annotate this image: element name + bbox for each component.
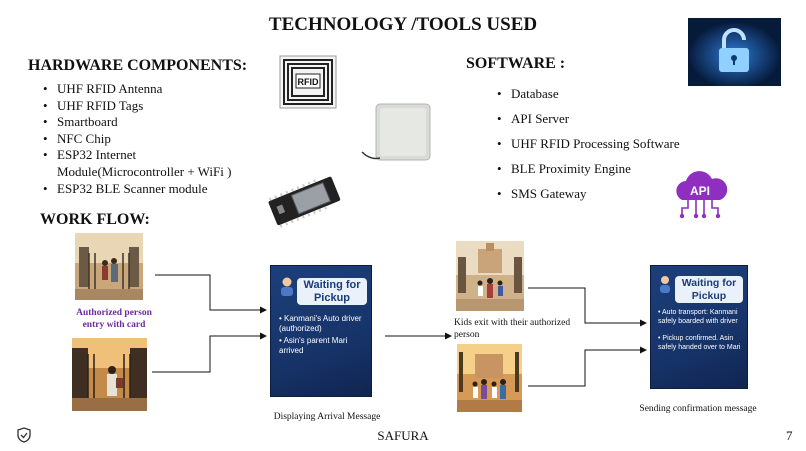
screen-header: Waiting for Pickup: [675, 276, 743, 303]
svg-text:RFID: RFID: [298, 77, 319, 87]
hardware-heading: HARDWARE COMPONENTS:: [28, 57, 248, 74]
arrow-connector: [155, 274, 267, 314]
caption-arrival-message: Displaying Arrival Message: [273, 412, 381, 422]
screen-line: • Asin's parent Mari arrived: [279, 336, 348, 355]
api-cloud-icon: API: [668, 170, 732, 226]
slide-title: TECHNOLOGY /TOOLS USED: [268, 14, 538, 35]
software-list: Database API Server UHF RFID Processing …: [494, 81, 744, 206]
arrival-display-screen: Waiting for Pickup • Kanmani's Auto driv…: [270, 265, 372, 397]
shield-logo-icon: [16, 427, 32, 443]
hardware-item: UHF RFID Antenna: [40, 81, 280, 98]
person-icon: [658, 275, 672, 293]
caption-confirmation-message: Sending confirmation message: [639, 404, 757, 414]
software-item: BLE Proximity Engine: [494, 156, 744, 181]
kids-exit-photo: [456, 241, 524, 311]
software-item: SMS Gateway: [494, 181, 744, 206]
kids-walking-photo: [457, 344, 522, 412]
hardware-list: UHF RFID Antenna UHF RFID Tags Smartboar…: [40, 81, 280, 197]
svg-text:API: API: [690, 184, 710, 198]
screen-line: • Kanmani's Auto driver (authorized): [279, 314, 362, 333]
software-item: Database: [494, 81, 744, 106]
person-icon: [279, 276, 295, 296]
uhf-antenna-image: [360, 100, 435, 170]
screen-line: • Auto transport: Kanmani safely boarded…: [658, 309, 738, 325]
arrow-connector: [528, 287, 647, 327]
page-number: 7: [786, 428, 793, 443]
rfid-tag-image: RFID: [279, 55, 337, 109]
hardware-item: ESP32 BLE Scanner module: [40, 181, 280, 198]
security-lock-image: [688, 18, 781, 86]
software-item: API Server: [494, 106, 744, 131]
screen-line: • Pickup confirmed. Asin safely handed o…: [658, 335, 741, 351]
arrow-connector: [152, 332, 267, 373]
hardware-item: Smartboard: [40, 114, 280, 131]
caption-authorized-entry: Authorized person entry with card: [76, 308, 152, 330]
footer-brand: SAFURA: [377, 428, 429, 443]
arrow-connector: [528, 346, 647, 387]
workflow-heading: WORK FLOW:: [40, 211, 150, 228]
hardware-item: NFC Chip: [40, 131, 280, 148]
hardware-item: UHF RFID Tags: [40, 98, 280, 115]
software-heading: SOFTWARE :: [466, 55, 566, 72]
parent-walking-photo: [72, 338, 147, 411]
screen-header: Waiting for Pickup: [297, 278, 367, 305]
authorized-entry-photo: [75, 233, 143, 300]
software-item: UHF RFID Processing Software: [494, 131, 744, 156]
caption-kids-exit: Kids exit with their authorized person: [454, 318, 571, 340]
esp32-board-image: [264, 172, 344, 228]
confirmation-display-screen: Waiting for Pickup • Auto transport: Kan…: [650, 265, 748, 389]
